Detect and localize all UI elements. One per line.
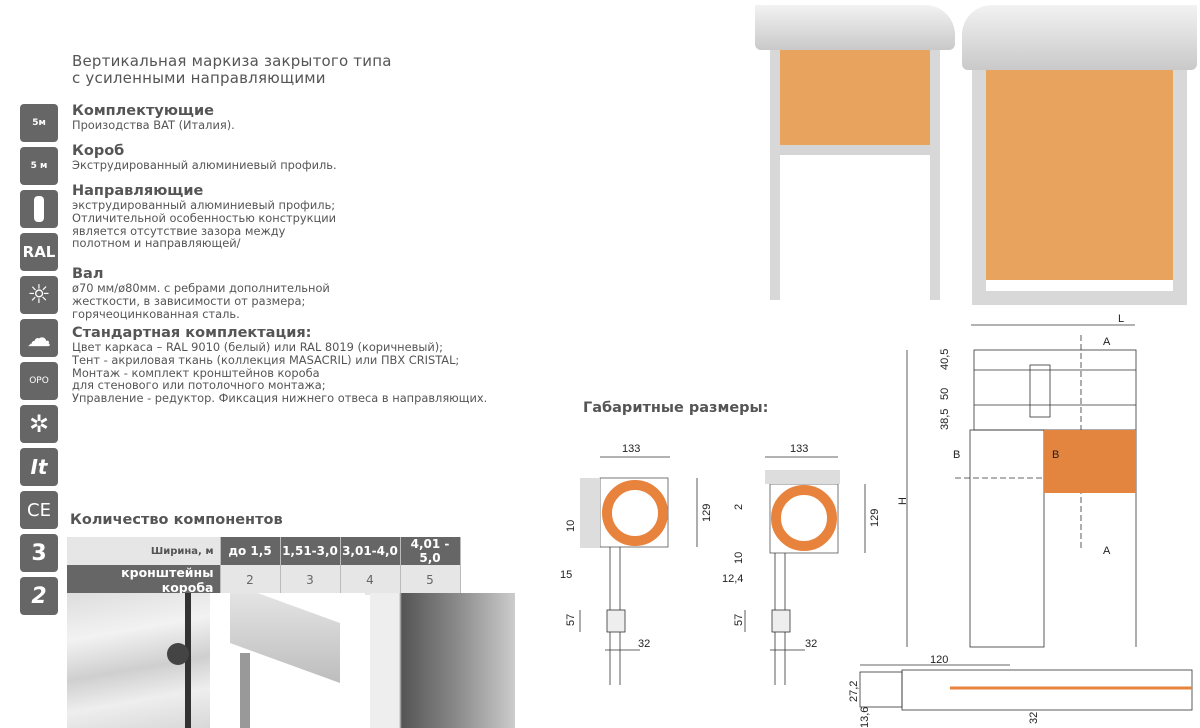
ral-icon: RAL xyxy=(20,233,58,271)
section-text: Цвет каркаса – RAL 9010 (белый) или RAL … xyxy=(72,340,444,354)
section-heading: Короб xyxy=(72,143,125,159)
page-title: Вертикальная маркиза закрытого типа с ус… xyxy=(72,52,392,87)
dim-label: 15 xyxy=(560,569,572,581)
table-cell: 2 xyxy=(220,565,281,595)
section-text: Монтаж - комплект кронштейнов короба xyxy=(72,365,320,380)
section-heading: Стандартная комплектация: xyxy=(72,325,312,341)
height-5m-icon: 5 м xyxy=(20,147,58,185)
table-cell: 4,01 - 5,0 xyxy=(400,537,461,565)
section-components: Комплектующие Произодства BAT (Италия). xyxy=(72,103,532,132)
section-heading: Направляющие xyxy=(72,183,204,199)
warranty-3-years-icon: 3 xyxy=(20,534,58,572)
section-text: Экструдированный алюминиевый профиль. xyxy=(72,158,337,172)
fabric-section xyxy=(1044,430,1136,493)
dim-label: 10 xyxy=(733,552,745,564)
section-text: Тент - акриловая ткань (коллекция MASACR… xyxy=(72,352,460,367)
right-roller-shaft xyxy=(771,485,837,551)
table-cell: 4 xyxy=(340,565,401,595)
section-mark: A xyxy=(1103,545,1111,557)
section-shaft: Вал ø70 мм/ø80мм. с ребрами дополнительн… xyxy=(72,266,532,320)
dim-label: 133 xyxy=(790,443,808,455)
table-header-row: Ширина, м до 1,5 1,51-3,0 3,01-4,0 4,01 … xyxy=(67,537,461,565)
section-box: Короб Экструдированный алюминиевый профи… xyxy=(72,143,532,172)
dim-label: 2 xyxy=(733,504,745,510)
dim-label: 10 xyxy=(565,520,577,532)
section-heading: Комплектующие xyxy=(72,103,214,119)
dim-label: 32 xyxy=(1028,712,1040,724)
technical-drawings: 133 129 10 15 57 32 133 129 2 10 12,4 57… xyxy=(560,313,1193,728)
italy-icon: It xyxy=(20,448,58,486)
sun-icon: ☼ xyxy=(20,276,58,314)
section-text: жесткости, в зависимости от размера; xyxy=(72,293,306,308)
section-standard-kit: Стандартная комплектация: Цвет каркаса –… xyxy=(72,325,532,405)
dim-label: 129 xyxy=(869,509,881,527)
section-text: Управление - редуктор. Фиксация нижнего … xyxy=(72,391,488,406)
section-guides: Направляющие экструдированный алюминиевы… xyxy=(72,183,532,250)
dim-label: 38,5 xyxy=(939,409,951,430)
components-table: Ширина, м до 1,5 1,51-3,0 3,01-4,0 4,01 … xyxy=(67,537,461,595)
dimensions-heading: Габаритные размеры: xyxy=(583,400,769,416)
section-mark: B xyxy=(1052,449,1059,461)
product-photo xyxy=(750,0,1200,310)
dim-label: 57 xyxy=(565,614,577,626)
section-text: экструдированный алюминиевый профиль; xyxy=(72,198,336,212)
eyeglasses-icon: ОРО xyxy=(20,362,58,400)
table-cell: 5 xyxy=(400,565,461,595)
dim-label: 13,6 xyxy=(859,707,871,728)
photo-bracket-detail xyxy=(67,593,210,728)
remote-control-icon xyxy=(20,190,58,228)
section-heading: Вал xyxy=(72,266,104,282)
section-text: полотном и направляющей/ xyxy=(72,236,241,251)
table-cell: 3 xyxy=(280,565,341,595)
dim-label: 120 xyxy=(930,654,948,666)
dim-label: 12,4 xyxy=(722,573,743,585)
motor-gear-icon: ✲ xyxy=(20,405,58,443)
section-mark: A xyxy=(1103,336,1111,348)
feature-icons: 5м 5 м RAL ☼ ☁ ОРО ✲ It CE 3 2 xyxy=(20,104,60,620)
components-heading: Количество компонентов xyxy=(70,512,283,528)
dim-label: 40,5 xyxy=(939,349,951,370)
dim-label: 129 xyxy=(701,504,713,522)
dim-label: 32 xyxy=(805,638,817,650)
section-text: для стенового или потолочного монтажа; xyxy=(72,378,326,393)
ce-mark-icon: CE xyxy=(20,491,58,529)
left-roller-shaft xyxy=(602,480,668,546)
section-text: ø70 мм/ø80мм. с ребрами дополнительной xyxy=(72,281,330,295)
dim-label: H xyxy=(897,497,909,505)
table-cell: 1,51-3,0 xyxy=(280,537,341,565)
width-5m-icon: 5м xyxy=(20,104,58,142)
dim-label: 50 xyxy=(939,388,951,400)
dim-label: 32 xyxy=(638,638,650,650)
rain-cloud-icon: ☁ xyxy=(20,319,58,357)
section-text: горячеоцинкованная сталь. xyxy=(72,306,240,321)
photo-box-corner xyxy=(210,593,365,728)
table-cell: до 1,5 xyxy=(220,537,281,565)
dim-label: 133 xyxy=(622,443,640,455)
table-row: кронштейны короба 2 3 4 5 xyxy=(67,565,461,595)
table-cell: Ширина, м xyxy=(67,537,221,565)
section-mark: B xyxy=(953,449,960,461)
photo-guide-rail xyxy=(370,593,515,728)
section-text: Отличительной особенностью конструкции xyxy=(72,210,337,225)
table-cell: 3,01-4,0 xyxy=(340,537,401,565)
warranty-2-icon: 2 xyxy=(20,577,58,615)
dim-label: L xyxy=(1118,313,1124,325)
dim-label: 57 xyxy=(733,614,745,626)
table-cell: кронштейны короба xyxy=(67,565,221,595)
section-text: Произодства BAT (Италия). xyxy=(72,118,235,132)
section-text: является отсутствие зазора между xyxy=(72,223,286,238)
dim-label: 27,2 xyxy=(848,681,860,702)
